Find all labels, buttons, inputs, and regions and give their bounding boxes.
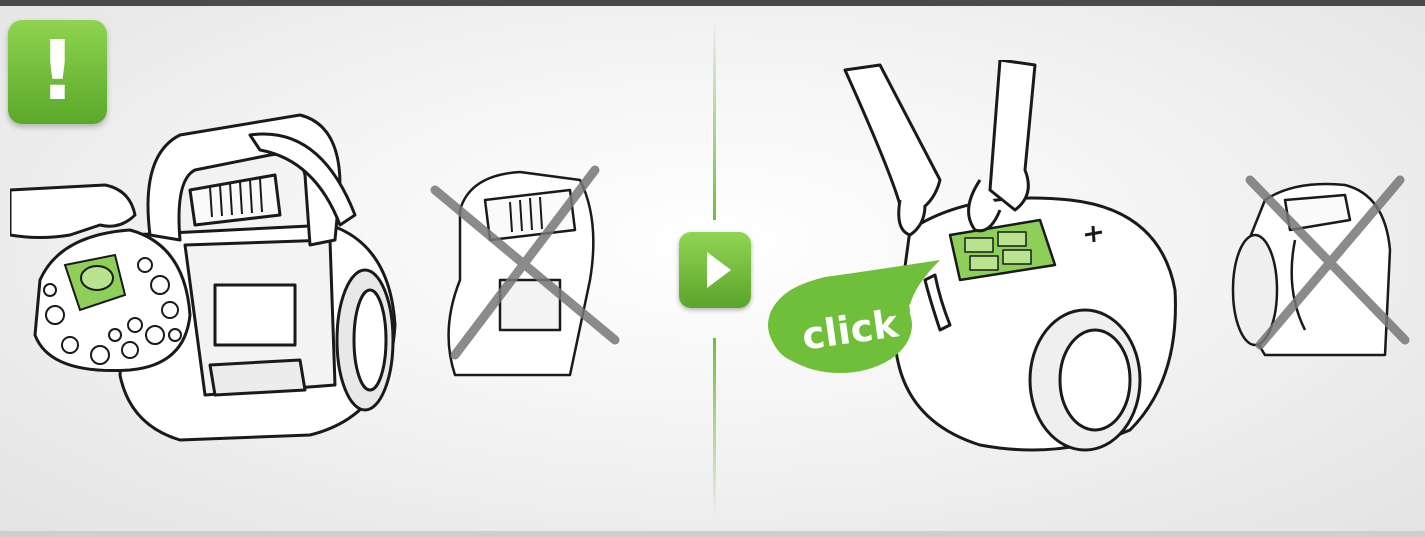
incorrect-close-crossed-illustration — [1225, 160, 1415, 360]
play-arrow-icon — [679, 232, 751, 308]
incorrect-insert-crossed-illustration — [430, 160, 630, 380]
vacuum-open-bag-insert-illustration — [10, 95, 400, 455]
bottom-edge-bar — [0, 531, 1425, 537]
step-divider-bottom — [713, 338, 716, 523]
next-step-button[interactable] — [679, 232, 751, 308]
top-edge-bar — [0, 0, 1425, 6]
step-divider-top — [713, 20, 716, 220]
